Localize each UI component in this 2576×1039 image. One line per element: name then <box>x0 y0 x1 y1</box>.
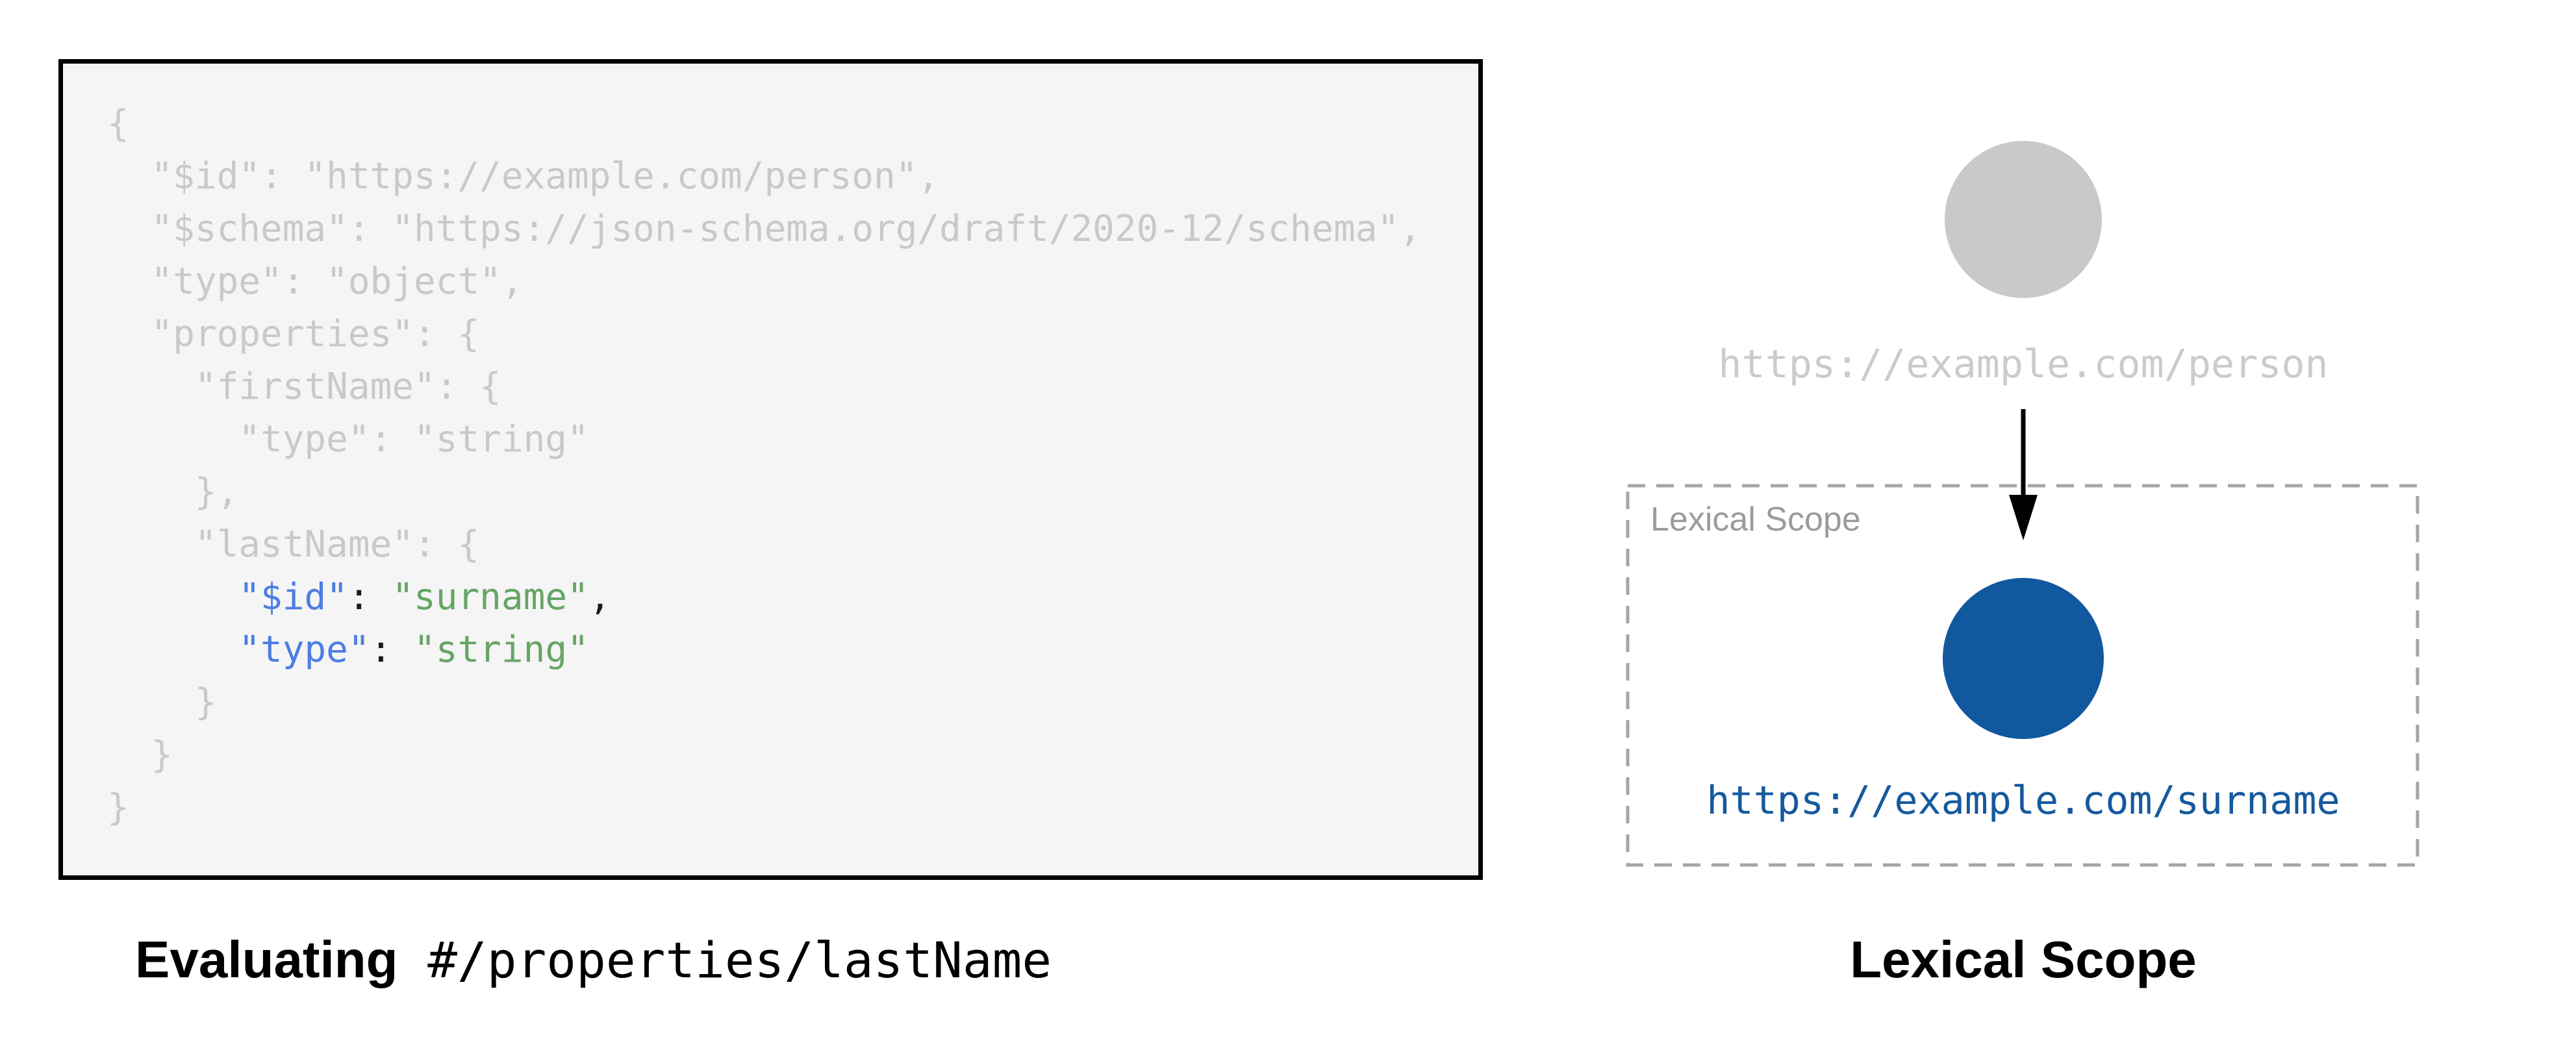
code-line: } <box>107 734 173 776</box>
code-line: "firstName": { <box>107 366 501 408</box>
child-schema-node <box>1943 578 2104 739</box>
code-line: "$id": "surname", <box>238 576 611 618</box>
parent-schema-node <box>1945 141 2102 298</box>
parent-schema-uri: https://example.com/person <box>1718 342 2329 387</box>
code-line: "type": "object", <box>107 260 524 303</box>
code-line: "$id": "https://example.com/person", <box>107 155 940 197</box>
code-line: } <box>107 681 217 723</box>
schema-code-box: { "$id": "https://example.com/person", "… <box>58 59 1483 880</box>
evaluating-caption-pointer: #/properties/lastName <box>398 931 1052 989</box>
evaluating-caption-label: Evaluating <box>135 931 398 988</box>
code-line: "$schema": "https://json-schema.org/draf… <box>107 208 1421 250</box>
code-line: "lastName": { <box>107 523 480 566</box>
lexical-scope-caption: Lexical Scope <box>1850 931 2197 988</box>
lexical-scope-inner-label: Lexical Scope <box>1650 501 1861 538</box>
code-line: }, <box>107 471 239 513</box>
code-line: } <box>107 786 129 829</box>
evaluating-caption: Evaluating #/properties/lastName <box>135 930 1052 990</box>
code-line: "properties": { <box>107 313 480 355</box>
code-line: "type": "string" <box>238 629 589 671</box>
child-schema-uri: https://example.com/surname <box>1706 778 2340 823</box>
code-block: { "$id": "https://example.com/person", "… <box>63 64 1478 834</box>
down-arrow-icon <box>2009 409 2038 540</box>
code-line: { <box>107 103 129 145</box>
lexical-scope-boundary <box>1626 484 2419 867</box>
code-line: "type": "string" <box>107 418 589 460</box>
